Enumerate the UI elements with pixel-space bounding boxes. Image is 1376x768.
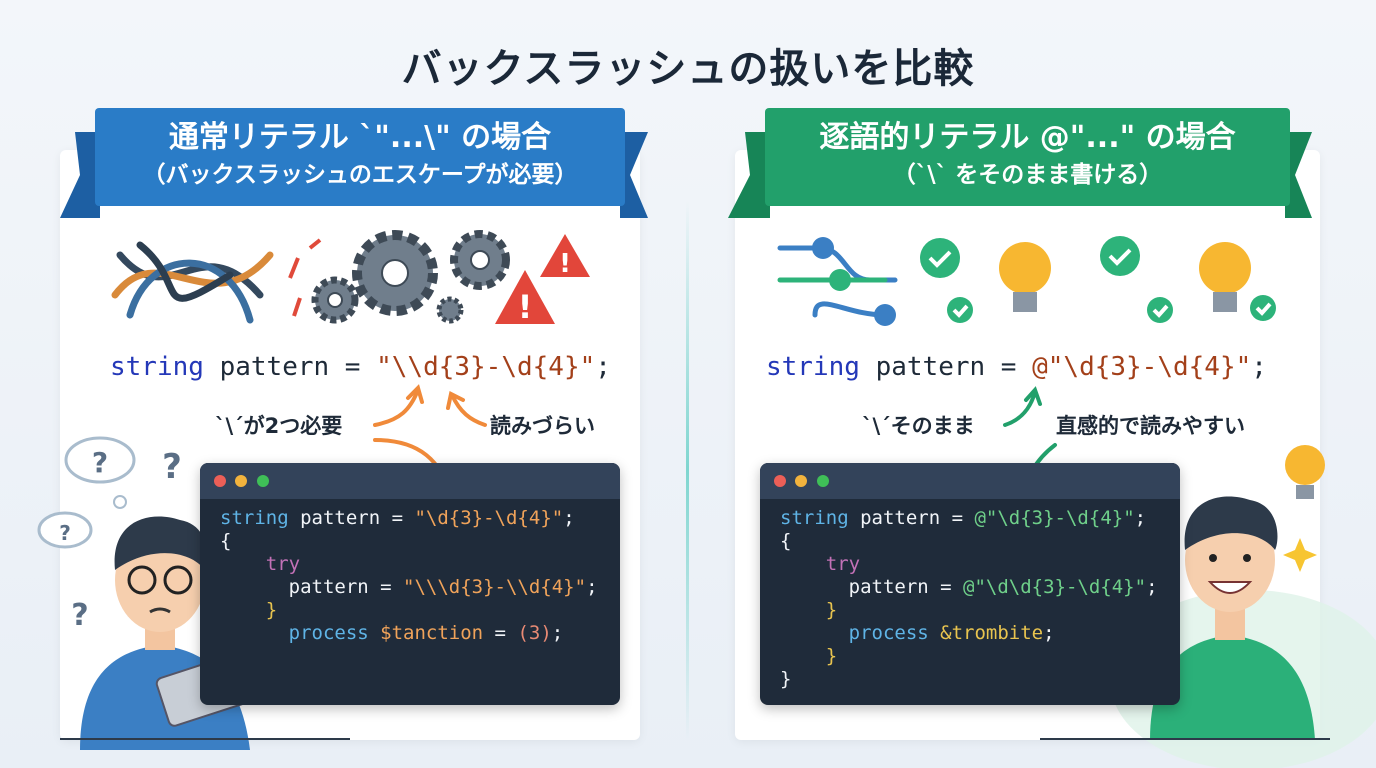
tangled-wires-icon (111, 241, 274, 324)
right-banner-subtitle: （`\` をそのまま書ける） (892, 162, 1163, 188)
maximize-dot (257, 475, 269, 487)
maximize-dot (817, 475, 829, 487)
checkmarks-and-bulbs-icon (920, 236, 1276, 323)
right-note-as-is: `\´そのまま (862, 414, 975, 438)
minimize-dot (235, 475, 247, 487)
code-token: ; (586, 576, 598, 598)
code-token: pattern = (288, 507, 415, 529)
code-string: @"\d{3}-\d{4}" (1032, 352, 1252, 382)
code-token: string (220, 507, 289, 529)
code-token: } (220, 599, 278, 621)
code-token: ; (1146, 576, 1158, 598)
code-line: try (780, 553, 1180, 576)
question-mark: ? (71, 598, 88, 633)
code-line: } (780, 599, 1180, 622)
code-token: ; (563, 507, 575, 529)
code-token: &trombite (940, 622, 1044, 644)
left-note-double-backslash: `\´が2つ必要 (215, 414, 343, 438)
question-mark: ? (162, 447, 182, 487)
right-code-window: string pattern = @"\d{3}-\d{4}";{ try pa… (760, 463, 1180, 705)
window-title-bar (200, 463, 620, 499)
svg-text:!: ! (518, 288, 533, 326)
green-arrows (1003, 386, 1057, 506)
code-token: pattern = (780, 576, 964, 598)
left-banner-tails (60, 132, 648, 218)
code-token: ; (1043, 622, 1055, 644)
code-text: pattern = (203, 352, 377, 382)
code-text: pattern = (859, 352, 1033, 382)
code-token: (3) (517, 622, 552, 644)
code-line: process $tanction = (3); (220, 622, 620, 645)
code-line: } (220, 599, 620, 622)
code-token: } (780, 668, 792, 690)
code-line: process &trombite; (780, 622, 1180, 645)
right-banner-title: 逐語的リテラル @"..." の場合 (819, 120, 1236, 155)
right-code-block: string pattern = @"\d{3}-\d{4}";{ try pa… (760, 499, 1180, 691)
left-banner-title: 通常リテラル `"...\" の場合 (168, 120, 552, 155)
window-title-bar (760, 463, 1180, 499)
code-token: string (780, 507, 849, 529)
code-token: "\d{3}-\d{4}" (414, 507, 564, 529)
close-dot (774, 475, 786, 487)
code-token: ; (1134, 507, 1147, 529)
right-banner: 逐語的リテラル @"..." の場合 （`\` をそのまま書ける） (765, 108, 1290, 206)
code-token: @"\d\d{3}-\d{4}" (963, 576, 1147, 598)
code-line: } (780, 645, 1180, 668)
code-line: try (220, 553, 620, 576)
code-line: pattern = @"\d\d{3}-\d{4}"; (780, 576, 1180, 599)
code-keyword: string (766, 352, 860, 382)
code-token: process (780, 622, 941, 644)
code-token: process (220, 622, 381, 644)
close-dot (214, 475, 226, 487)
code-string: "\\d{3}-\d{4}" (376, 352, 596, 382)
code-token: { (780, 530, 792, 552)
minimize-dot (795, 475, 807, 487)
question-mark: ? (59, 521, 71, 545)
code-token: try (780, 553, 861, 575)
flow-arrows-icon (777, 237, 898, 326)
right-note-intuitive: 直感的で読みやすい (1056, 414, 1245, 438)
code-token: $tanction (380, 622, 484, 644)
code-end: ; (1251, 352, 1267, 382)
code-token: } (780, 645, 838, 667)
code-token: { (220, 530, 232, 552)
code-token: } (780, 599, 838, 621)
code-line: pattern = "\\\d{3}-\\d{4}"; (220, 576, 620, 599)
left-code-block: string pattern = "\d{3}-\d{4}";{ try pat… (200, 499, 620, 645)
left-banner: 通常リテラル `"...\" の場合 （バックスラッシュのエスケープが必要） (95, 108, 625, 206)
left-footer-line (60, 738, 350, 740)
right-main-code: string pattern = @"\d{3}-\d{4}"; (766, 352, 1267, 382)
warning-icon: ! ! (495, 234, 590, 326)
center-divider (686, 200, 689, 740)
code-line: { (780, 530, 1180, 553)
right-footer-line (1040, 738, 1330, 740)
left-code-window: string pattern = "\d{3}-\d{4}";{ try pat… (200, 463, 620, 705)
code-token: = (483, 622, 518, 644)
code-end: ; (595, 352, 611, 382)
page-title: バックスラッシュの扱いを比較 (401, 46, 975, 92)
code-line: } (780, 668, 1180, 691)
code-line: { (220, 530, 620, 553)
code-keyword: string (110, 352, 204, 382)
code-token: ; (551, 622, 564, 644)
left-note-hard-to-read: 読みづらい (490, 414, 595, 438)
question-mark: ? (92, 446, 108, 479)
code-line: string pattern = @"\d{3}-\d{4}"; (780, 507, 1180, 530)
code-token: "\\\d{3}-\\d{4}" (403, 576, 587, 598)
code-token: pattern = (220, 576, 404, 598)
right-banner-tails (728, 132, 1312, 218)
left-main-code: string pattern = "\\d{3}-\d{4}"; (110, 352, 611, 382)
code-token: try (220, 553, 301, 575)
left-banner-subtitle: （バックスラッシュのエスケープが必要） (142, 162, 578, 188)
code-token: pattern = (848, 507, 975, 529)
svg-text:!: ! (559, 249, 571, 279)
code-token: @"\d{3}-\d{4}" (974, 507, 1135, 529)
code-line: string pattern = "\d{3}-\d{4}"; (220, 507, 620, 530)
gears-icon (288, 230, 510, 324)
